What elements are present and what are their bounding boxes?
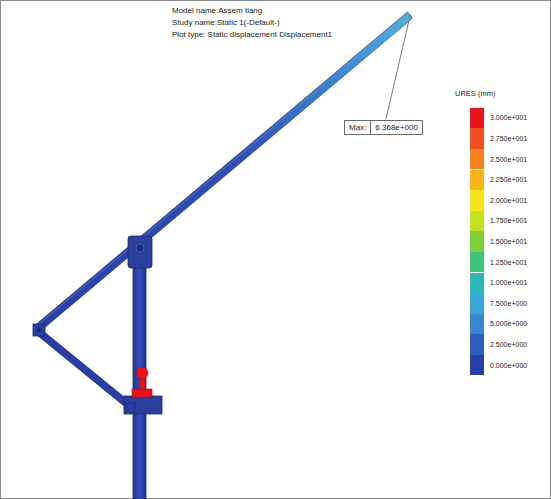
beam-edge bbox=[37, 13, 409, 326]
legend-title: URES (mm) bbox=[455, 90, 495, 99]
joint-pin bbox=[37, 328, 42, 333]
color-swatch bbox=[470, 128, 484, 149]
color-swatch bbox=[470, 252, 484, 273]
scale-value: 2.250e+001 bbox=[490, 176, 527, 183]
color-swatch bbox=[470, 190, 484, 211]
legend-row: 3.000e+001 bbox=[470, 108, 527, 129]
scale-value: 1.500e+001 bbox=[490, 238, 527, 245]
callout-value: 6.368e+000 bbox=[370, 121, 422, 134]
color-swatch bbox=[470, 334, 484, 355]
joint bbox=[33, 324, 45, 336]
plot-header: Model name:Assem tiang bbox=[172, 6, 262, 15]
legend-row: 2.750e+001 bbox=[470, 128, 527, 149]
max-callout: Max:6.368e+000 bbox=[344, 120, 423, 135]
legend-row: 1.250e+001 bbox=[470, 252, 527, 273]
legend-row: 1.500e+001 bbox=[470, 231, 527, 252]
color-swatch bbox=[470, 293, 484, 314]
scale-value: 7.500e+000 bbox=[490, 300, 527, 307]
probe-dot bbox=[408, 14, 411, 17]
color-swatch bbox=[470, 108, 484, 129]
legend-row: 2.500e+000 bbox=[470, 334, 527, 355]
legend-row: 2.500e+001 bbox=[470, 149, 527, 170]
scale-value: 2.500e+000 bbox=[490, 341, 527, 348]
scale-value: 1.750e+001 bbox=[490, 217, 527, 224]
load-knob bbox=[136, 367, 148, 379]
post bbox=[133, 262, 146, 499]
scale-value: 3.000e+001 bbox=[490, 114, 527, 121]
scale-value: 5.000e+000 bbox=[490, 320, 527, 327]
color-swatch bbox=[470, 355, 484, 376]
callout-key: Max: bbox=[345, 121, 370, 134]
scale-value: 1.250e+001 bbox=[490, 259, 527, 266]
plot-header: Plot type: Static displacement Displacem… bbox=[172, 30, 332, 39]
legend-row: 2.000e+001 bbox=[470, 190, 527, 211]
color-swatch bbox=[470, 231, 484, 252]
legend-row: 1.000e+001 bbox=[470, 273, 527, 294]
scale-value: 2.000e+001 bbox=[490, 197, 527, 204]
color-swatch bbox=[470, 170, 484, 191]
legend-row: 2.250e+001 bbox=[470, 170, 527, 191]
pivot-pin bbox=[136, 244, 144, 252]
legend-row: 5.000e+000 bbox=[470, 314, 527, 335]
color-swatch bbox=[470, 149, 484, 170]
scale-value: 1.000e+001 bbox=[490, 279, 527, 286]
legend-row: 0.000e+000 bbox=[470, 355, 527, 376]
strut-joint bbox=[126, 403, 135, 412]
scale-value: 2.750e+001 bbox=[490, 135, 527, 142]
scale-value: 2.500e+001 bbox=[490, 156, 527, 163]
color-swatch bbox=[470, 211, 484, 232]
main-beam bbox=[35, 12, 412, 331]
leader-line bbox=[386, 16, 410, 119]
legend-row: 1.750e+001 bbox=[470, 211, 527, 232]
color-swatch bbox=[470, 273, 484, 294]
color-swatch bbox=[470, 314, 484, 335]
plot-header: Study name:Static 1(-Default-) bbox=[172, 18, 280, 27]
legend-row: 7.500e+000 bbox=[470, 293, 527, 314]
clamp-collar bbox=[124, 396, 162, 414]
lower-strut bbox=[38, 330, 134, 410]
pivot-bracket bbox=[128, 236, 152, 268]
scale-value: 0.000e+000 bbox=[490, 362, 527, 369]
